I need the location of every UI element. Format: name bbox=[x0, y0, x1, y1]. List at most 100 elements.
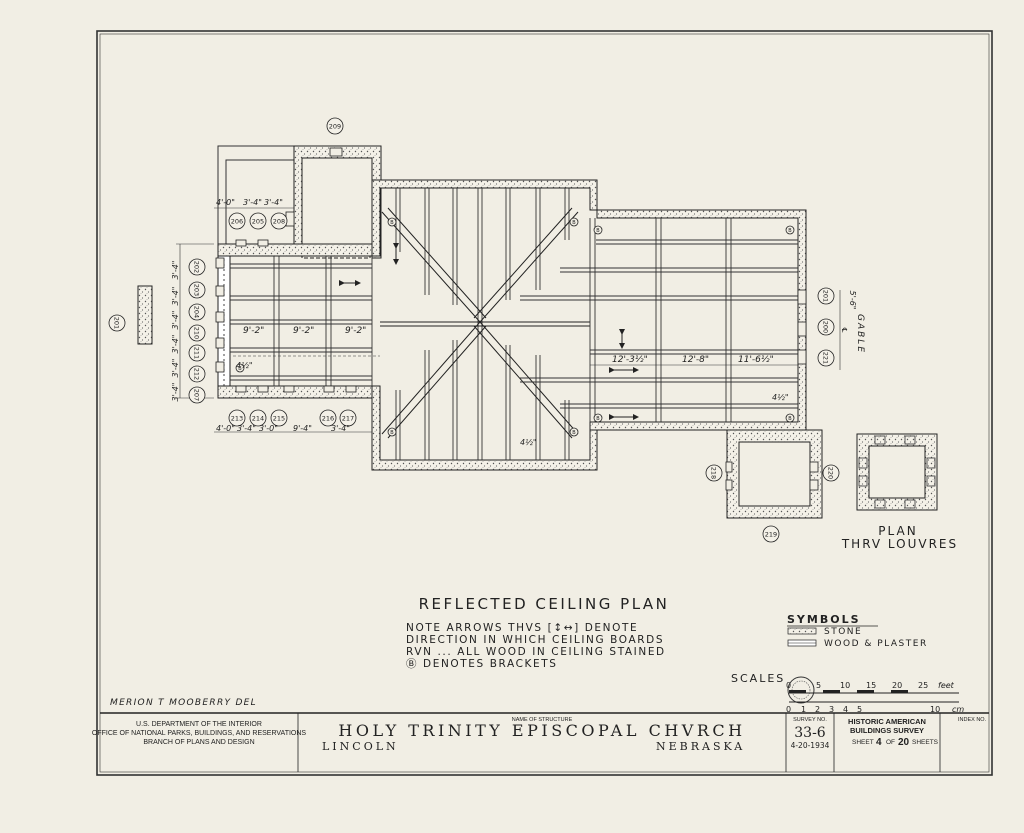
callout-circle bbox=[228, 212, 246, 230]
svg-text:B: B bbox=[596, 416, 600, 422]
svg-text:B: B bbox=[572, 430, 576, 436]
scale-cm-0: 0 bbox=[786, 705, 791, 714]
name-of-structure-label: NAME OF STRUCTURE bbox=[512, 717, 573, 723]
scale-cm-unit: cm bbox=[952, 705, 964, 714]
callout-circle bbox=[188, 365, 206, 383]
agency-line-1: U.S. DEPARTMENT OF THE INTERIOR bbox=[136, 721, 262, 728]
callout-number: 216 bbox=[322, 415, 334, 423]
dim-small-3: 4½" bbox=[772, 393, 789, 402]
callout-number: 210 bbox=[193, 327, 201, 339]
callout-number: 201 bbox=[822, 290, 830, 302]
survey-no-label: SURVEY NO. bbox=[793, 717, 827, 723]
sheet-prefix: SHEET bbox=[852, 739, 874, 746]
structure-state: NEBRASKA bbox=[656, 740, 745, 753]
callout-circle bbox=[249, 409, 267, 427]
scale-ft-10: 10 bbox=[840, 681, 850, 690]
survey-date: 4-20-1934 bbox=[791, 741, 830, 750]
callout-circle bbox=[817, 318, 835, 336]
dim-main-3: 9'-2" bbox=[345, 326, 366, 336]
callout-number: 209 bbox=[329, 123, 341, 131]
scale-cm-2: 2 bbox=[815, 705, 820, 714]
svg-text:B: B bbox=[390, 430, 394, 436]
scale-cm-5: 5 bbox=[857, 705, 862, 714]
callout-number: 217 bbox=[342, 415, 354, 423]
habs-line-1: HISTORIC AMERICAN bbox=[848, 717, 926, 726]
callout-number: 200 bbox=[822, 321, 830, 333]
louvres-label-2: THRV LOUVRES bbox=[841, 537, 958, 551]
sheet-border bbox=[96, 30, 993, 776]
note-line-4: Ⓑ DENOTES BRACKETS bbox=[406, 658, 558, 670]
scale-seal-icon bbox=[787, 676, 815, 704]
callout-circle bbox=[822, 464, 840, 482]
callout-number: 218 bbox=[710, 467, 718, 479]
dim-lt-1: 4'-0" bbox=[216, 198, 235, 207]
habs-line-2: BUILDINGS SURVEY bbox=[850, 726, 924, 735]
callout-number: 204 bbox=[193, 306, 201, 318]
callout-circle bbox=[817, 287, 835, 305]
dim-lb-4: 9'-4" bbox=[293, 424, 312, 433]
callout-circle bbox=[326, 117, 344, 135]
scales-label: SCALES bbox=[731, 672, 785, 685]
callout-circle bbox=[188, 281, 206, 299]
callout-circle bbox=[188, 303, 206, 321]
dim-main-4: 12'-3½" bbox=[612, 355, 648, 365]
callout-number: 206 bbox=[231, 218, 243, 226]
callout-number: 207 bbox=[193, 389, 201, 401]
structure-name: HOLY TRINITY EPISCOPAL CHVRCH bbox=[338, 721, 745, 740]
callout-number: 215 bbox=[273, 415, 285, 423]
callout-number: 214 bbox=[252, 415, 264, 423]
callout-circle bbox=[188, 386, 206, 404]
note-line-2: DIRECTION IN WHICH CEILING BOARDS bbox=[406, 634, 664, 646]
callout-circle bbox=[319, 409, 337, 427]
note-line-3: RVN ... ALL WOOD IN CEILING STAINED bbox=[406, 646, 666, 658]
dim-lt-2: 3'-4" bbox=[243, 198, 262, 207]
symbol-wood-label: WOOD & PLASTER bbox=[824, 639, 928, 649]
callout-circle bbox=[108, 314, 126, 332]
louvres-label-1: PLAN bbox=[878, 524, 917, 538]
dim-v-3: 3'-4" bbox=[171, 311, 180, 330]
scale-ft-25: 25 bbox=[918, 681, 928, 690]
scale-ft-0: 0 bbox=[786, 681, 791, 690]
scale-ft-15: 15 bbox=[866, 681, 876, 690]
callout-circle bbox=[249, 212, 267, 230]
callout-circle bbox=[817, 349, 835, 367]
index-no-label: INDEX NO. bbox=[958, 717, 987, 723]
scale-ft-20: 20 bbox=[892, 681, 902, 690]
louvres-label: PLAN THRV LOUVRES bbox=[841, 524, 958, 551]
agency-line-3: BRANCH OF PLANS AND DESIGN bbox=[143, 739, 254, 746]
callout-number: 203 bbox=[193, 284, 201, 296]
sheet-of: OF bbox=[886, 739, 895, 746]
dim-main-6: 11'-6½" bbox=[738, 355, 774, 365]
dim-v-6: 3'-4" bbox=[171, 383, 180, 402]
dim-v-1: 3'-4" bbox=[171, 261, 180, 280]
survey-number: 33-6 bbox=[794, 725, 826, 741]
callout-number: 213 bbox=[231, 415, 243, 423]
callout-number: 219 bbox=[765, 531, 777, 539]
svg-text:B: B bbox=[788, 228, 792, 234]
symbols-title: SYMBOLS bbox=[787, 613, 861, 626]
callout-number: 220 bbox=[827, 467, 835, 479]
scale-cm-4: 4 bbox=[843, 705, 848, 714]
callout-number: 205 bbox=[252, 218, 264, 226]
dim-small-1: 4½" bbox=[236, 361, 253, 370]
callout-circle bbox=[270, 409, 288, 427]
scale-cm-10: 10 bbox=[930, 705, 940, 714]
callout-number: 201 bbox=[113, 317, 121, 329]
scale-feet-ticks: 0 5 10 15 20 25 feet 0 1 2 3 4 5 10 cm bbox=[786, 681, 964, 714]
callout-circle bbox=[270, 212, 288, 230]
dim-main-2: 9'-2" bbox=[293, 326, 314, 336]
dim-lb-3: 3'-0" bbox=[259, 424, 278, 433]
dim-v-4: 3'-4" bbox=[171, 335, 180, 354]
delineator-credit: MERION T MOOBERRY DEL bbox=[110, 698, 257, 708]
callout-circle bbox=[228, 409, 246, 427]
svg-text:B: B bbox=[788, 416, 792, 422]
drawing-title: REFLECTED CEILING PLAN bbox=[419, 595, 670, 613]
sheet-total: 20 bbox=[898, 737, 910, 748]
graphic-scale: SCALES 0 5 10 15 20 25 feet 0 1 2 3 4 5 … bbox=[731, 672, 964, 714]
scale-ft-unit: feet bbox=[938, 681, 955, 690]
sheet-number: 4 bbox=[876, 737, 882, 748]
callout-number: 211 bbox=[193, 347, 201, 359]
